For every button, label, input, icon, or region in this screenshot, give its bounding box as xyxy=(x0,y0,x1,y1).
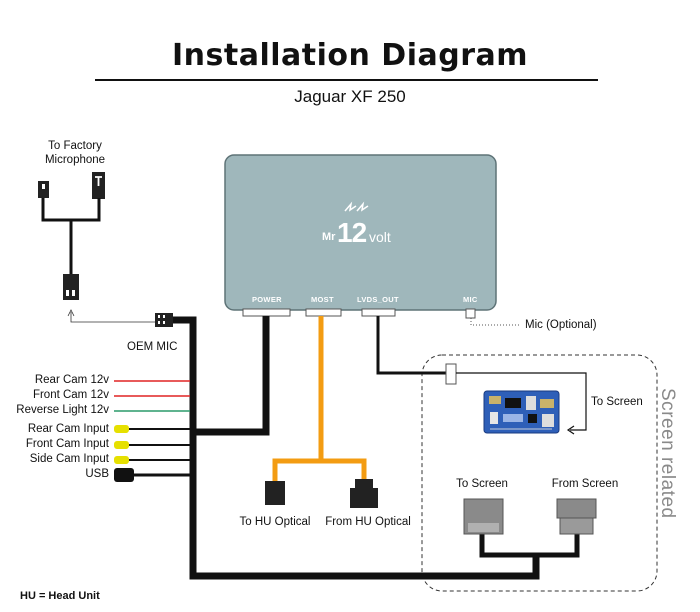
footer-note: HU = Head Unit xyxy=(20,590,100,602)
factory-mic-connector-left xyxy=(38,181,49,198)
from-screen-connector xyxy=(556,498,597,535)
mic-pointer-line xyxy=(70,312,155,323)
power-port xyxy=(242,308,291,317)
lightning-icon xyxy=(344,201,357,212)
to-screen-connector-label: To Screen xyxy=(456,478,508,490)
page-title: Installation Diagram xyxy=(171,38,528,73)
wire-label-reverse-light-12v: Reverse Light 12v xyxy=(16,404,109,416)
wire-label-rear-cam-12v: Rear Cam 12v xyxy=(34,374,109,386)
lvds-cable xyxy=(376,316,446,375)
wire-label-side-cam-input: Side Cam Input xyxy=(29,453,109,465)
interface-module xyxy=(224,154,497,311)
from-screen-connector-label: From Screen xyxy=(551,478,619,490)
to-hu-optical-connector xyxy=(265,481,285,505)
power-cable xyxy=(193,316,270,436)
lvds-port xyxy=(361,308,396,317)
screen-related-area xyxy=(421,354,658,592)
from-hu-optical-label: From HU Optical xyxy=(325,516,411,528)
wire-label-front-cam-input: Front Cam Input xyxy=(25,438,109,450)
oem-mic-label: OEM MIC xyxy=(127,341,178,353)
wire-label-usb: USB xyxy=(85,468,109,480)
module-logo: Mr 12 volt xyxy=(322,217,391,248)
power-port-label: POWER xyxy=(252,295,282,304)
from-hu-optical-connector xyxy=(350,479,378,508)
wire-label-front-cam-12v: Front Cam 12v xyxy=(32,389,109,401)
mic-optional-label: Mic (Optional) xyxy=(525,319,597,331)
vehicle-model: Jaguar XF 250 xyxy=(294,87,406,106)
usb-connector xyxy=(114,468,134,482)
screen-related-label: Screen related xyxy=(657,388,678,519)
rear-cam-rca-connector xyxy=(114,425,129,433)
lvds-connector xyxy=(445,363,457,385)
mic-optional-leader xyxy=(470,318,521,326)
most-optical-cable xyxy=(272,316,367,482)
lvds-port-label: LVDS_OUT xyxy=(357,295,399,304)
to-hu-optical-label: To HU Optical xyxy=(239,516,311,528)
to-screen-arrow xyxy=(456,372,587,431)
factory-mic-plug xyxy=(63,274,79,300)
wire-label-rear-cam-input: Rear Cam Input xyxy=(27,423,109,435)
to-screen-side-label: To Screen xyxy=(591,396,643,408)
most-port xyxy=(305,308,342,317)
to-screen-connector xyxy=(463,498,504,535)
screen-connector-cable xyxy=(479,532,580,558)
main-trunk-cable xyxy=(173,316,540,580)
front-cam-rca-connector xyxy=(114,441,129,449)
side-cam-rca-connector xyxy=(114,456,129,464)
lvds-decoder-board xyxy=(483,390,560,434)
mic-port xyxy=(465,308,476,319)
most-port-label: MOST xyxy=(311,295,334,304)
factory-mic-label-line2: Microphone xyxy=(44,154,106,166)
lightning-icon xyxy=(356,201,369,212)
mic-port-label: MIC xyxy=(463,295,478,304)
factory-mic-label-line1: To Factory xyxy=(48,140,102,152)
